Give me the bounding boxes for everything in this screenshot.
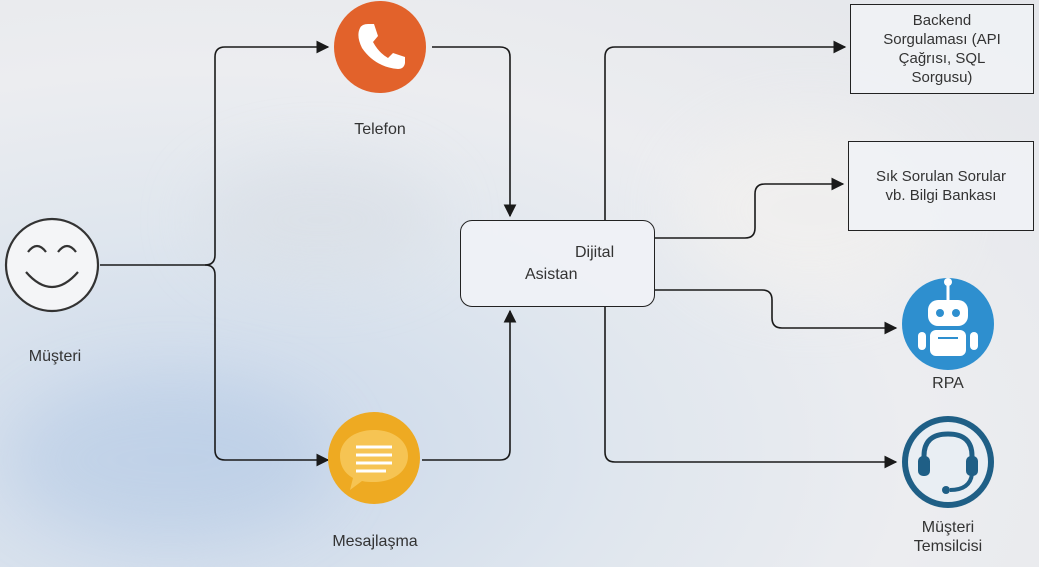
assistant-line1: Dijital [575,244,615,261]
smiley-face-icon [4,217,100,313]
agent-line1: Müşteri [921,519,975,536]
edge-assistant-to-faq [655,177,845,239]
edge-customer-to-messaging [204,264,330,467]
agent-line2: Temsilcisi [913,538,983,555]
messaging-label: Mesajlaşma [332,533,418,550]
backend-query-node: Backend Sorgulaması (API Çağrısı, SQL So… [850,4,1034,94]
phone-label: Telefon [354,121,406,138]
digital-assistant-node: Dijital Asistan [460,220,655,307]
edge-assistant-to-rpa [655,289,898,335]
rpa-label: RPA [932,375,964,392]
customer-label: Müşteri [28,348,82,365]
backend-line2: Sorgulaması (API [883,31,1001,48]
assistant-line2: Asistan [525,266,578,283]
edge-assistant-to-agent [604,307,898,469]
backend-line4: Sorgusu) [911,69,973,86]
backend-line1: Backend [912,12,972,29]
edge-messaging-to-assistant [422,309,517,461]
backend-line3: Çağrısı, SQL [898,50,986,67]
agent-label: Müşteri Temsilcisi [888,518,1008,556]
edge-phone-to-assistant [432,46,517,218]
phone-icon [334,1,426,93]
faq-line2: vb. Bilgi Bankası [885,187,997,204]
faq-knowledge-base-node: Sık Sorulan Sorular vb. Bilgi Bankası [848,141,1034,231]
faq-line1: Sık Sorulan Sorular [875,168,1007,185]
robot-icon [902,278,994,370]
edge-customer-to-phone [100,40,330,266]
edge-assistant-to-backend [604,40,847,220]
chat-bubble-icon [328,412,420,504]
headset-icon [902,416,994,508]
